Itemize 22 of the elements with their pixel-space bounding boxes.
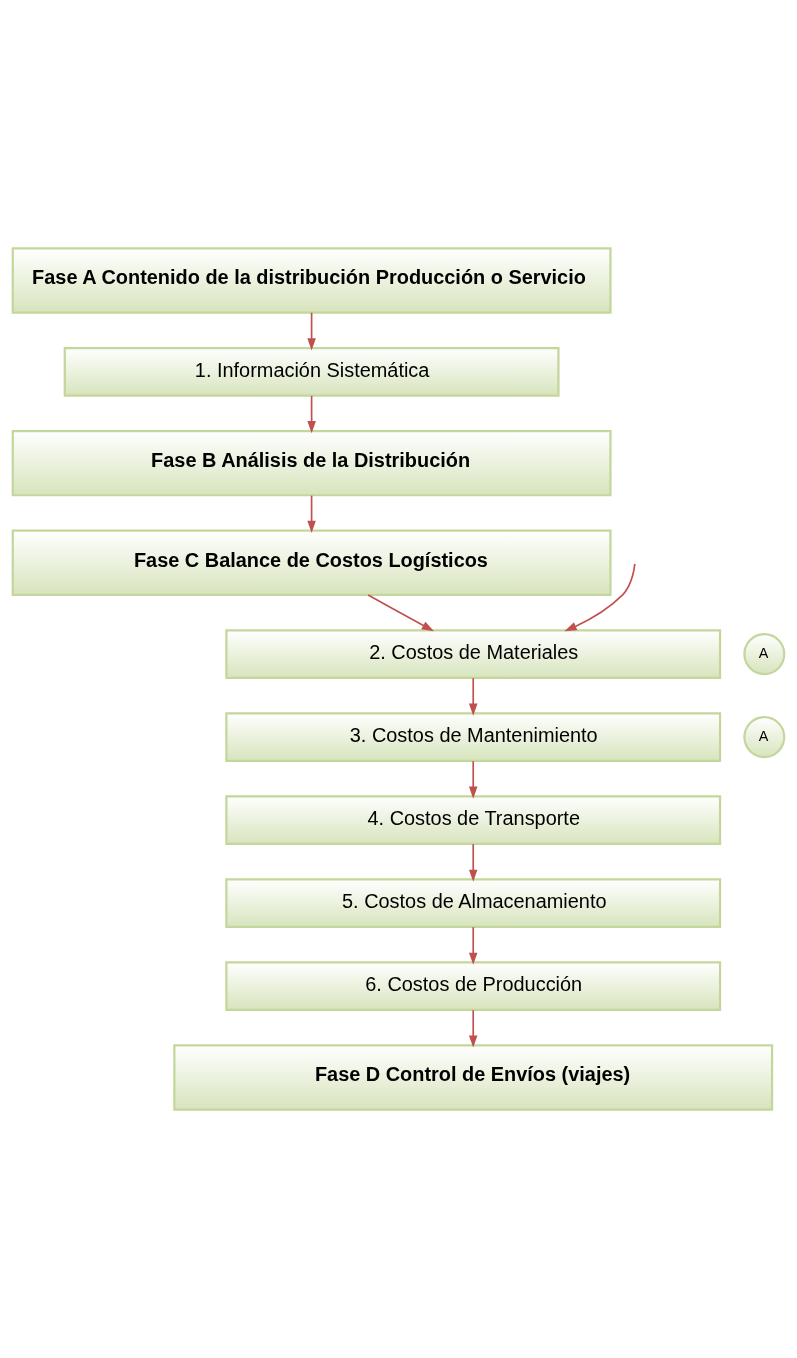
arrow [468, 926, 478, 965]
arrow [307, 311, 316, 351]
node-box: Fase D Control de Envíos (viajes) [173, 1044, 774, 1111]
node-box: Fase B Análisis de la Distribución [11, 429, 612, 497]
arrow [564, 563, 636, 632]
arrow [468, 677, 478, 716]
node-box: 2. Costos de Materiales [225, 629, 722, 679]
node-box: 5. Costos de Almacenamiento [225, 878, 722, 929]
node-box: Fase A Contenido de la distribución Producción o Servicio [11, 247, 612, 314]
node-box: 6. Costos de Producción [225, 961, 722, 1012]
node-circle: A [743, 716, 786, 759]
arrow [468, 1009, 478, 1048]
node-box: 1. Información Sistemática [63, 346, 560, 397]
node-box: 4. Costos de Transporte [225, 795, 722, 846]
node-box: Fase C Balance de Costos Logísticos [11, 529, 612, 596]
arrow [307, 395, 316, 434]
node-box: 3. Costos de Mantenimiento [225, 712, 722, 762]
arrow [367, 594, 434, 632]
arrow [468, 760, 478, 799]
node-circle: A [743, 633, 786, 676]
arrow [307, 494, 316, 533]
arrow [468, 843, 478, 882]
